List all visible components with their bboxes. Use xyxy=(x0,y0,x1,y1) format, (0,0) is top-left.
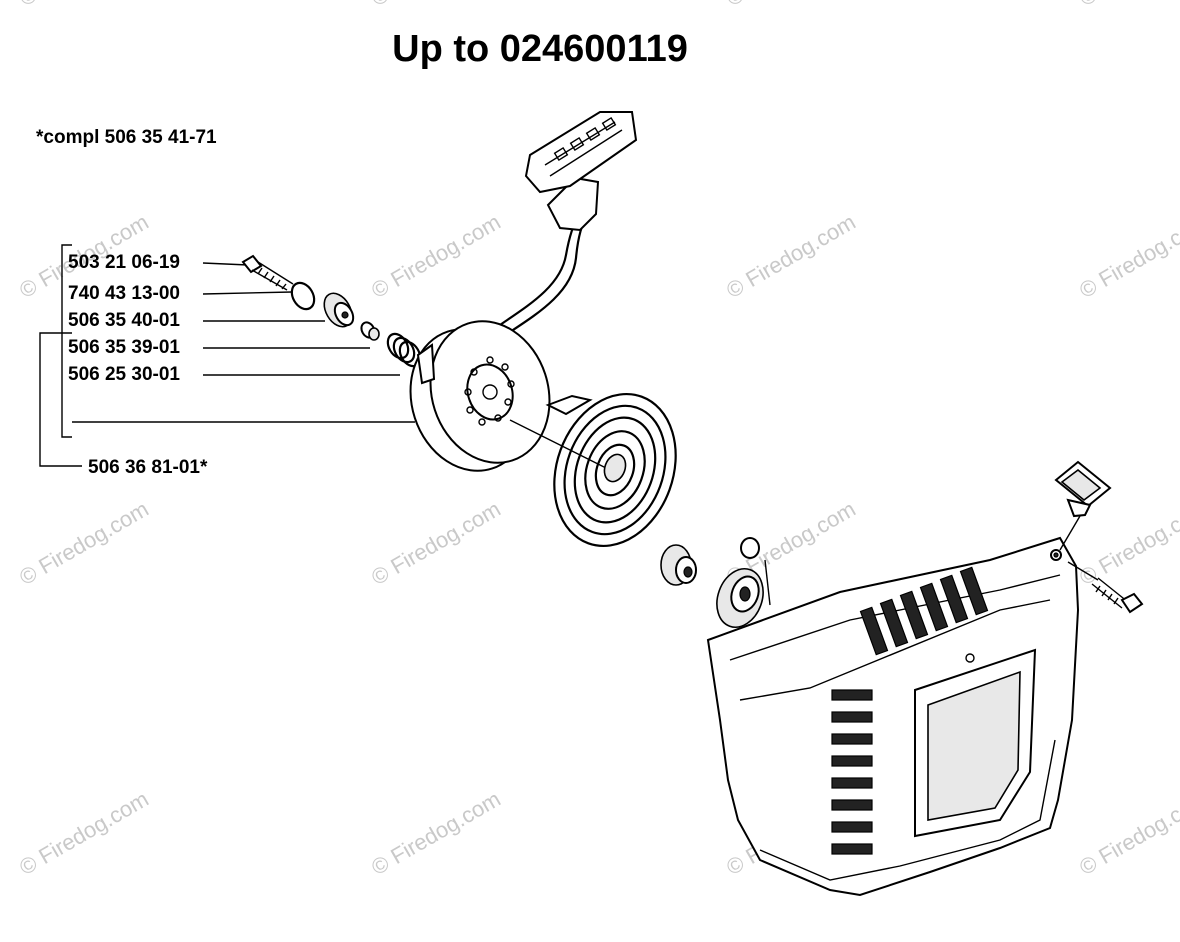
pulley-part xyxy=(323,292,355,328)
grommet-part xyxy=(1054,460,1112,551)
assembly-note: *compl 506 35 41-71 xyxy=(36,127,217,148)
part-label: 740 43 13-00 xyxy=(68,283,180,304)
bracket-lines xyxy=(39,244,82,467)
bushing-part xyxy=(360,321,380,341)
part-label: 503 21 06-19 xyxy=(68,252,180,273)
page-title: Up to 024600119 xyxy=(392,28,688,70)
starter-cover xyxy=(706,536,1080,897)
o-ring-part xyxy=(290,281,316,311)
starter-wheel xyxy=(409,320,551,472)
screw-part xyxy=(241,254,294,291)
leader-lines xyxy=(72,262,415,423)
part-label: 506 35 39-01 xyxy=(68,337,180,358)
spring-part xyxy=(386,332,422,368)
recoil-spring xyxy=(545,392,677,548)
starter-handle xyxy=(489,111,638,341)
cover-screw xyxy=(1067,561,1144,614)
part-label: 506 36 81-01* xyxy=(88,457,208,478)
part-label: 506 25 30-01 xyxy=(68,364,180,385)
part-label: 506 35 40-01 xyxy=(68,310,180,331)
